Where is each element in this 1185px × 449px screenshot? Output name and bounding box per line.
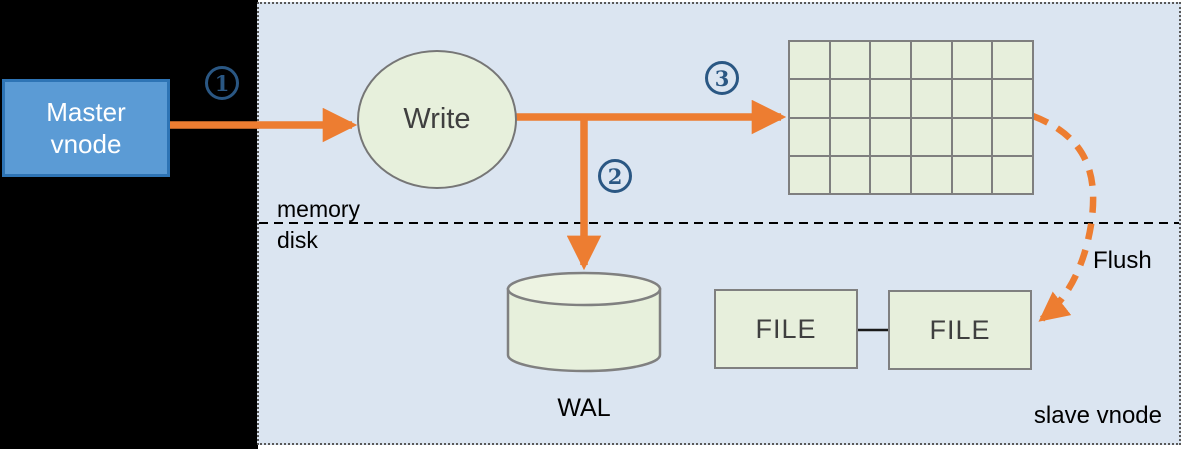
grid-cell — [790, 156, 829, 193]
grid-cell — [993, 156, 1032, 193]
master-vnode-label: Master vnode — [46, 96, 126, 160]
grid-cell — [790, 80, 829, 117]
file1-label: FILE — [755, 313, 817, 344]
memory-table-grid — [788, 40, 1034, 195]
step3-number: 3 — [714, 65, 730, 91]
grid-cell — [912, 156, 951, 193]
master-vnode-box: Master vnode — [2, 79, 170, 177]
grid-cell — [790, 42, 829, 79]
disk-label: disk — [277, 227, 318, 253]
grid-cell — [871, 118, 910, 155]
grid-cell — [830, 42, 870, 79]
write-node-label: Write — [403, 103, 471, 135]
step2-badge: 2 — [598, 159, 632, 193]
grid-cell — [993, 80, 1032, 117]
step2-number: 2 — [607, 163, 623, 189]
grid-cell — [871, 80, 910, 117]
grid-cell — [912, 42, 951, 79]
grid-cell — [912, 118, 951, 155]
grid-cell — [790, 118, 829, 155]
file-box-1: FILE — [714, 289, 858, 369]
file-box-2: FILE — [888, 290, 1032, 370]
file2-label: FILE — [929, 314, 991, 345]
grid-cell — [871, 42, 910, 79]
grid-cell — [993, 118, 1032, 155]
grid-cell — [871, 156, 910, 193]
wal-label: WAL — [557, 394, 611, 422]
grid-cell — [993, 42, 1032, 79]
grid-cell — [952, 156, 992, 193]
step3-badge: 3 — [705, 61, 739, 95]
grid-cell — [830, 156, 870, 193]
grid-cell — [952, 80, 992, 117]
write-node: Write — [357, 50, 517, 189]
grid-cell — [830, 118, 870, 155]
memory-label: memory — [277, 196, 361, 222]
grid-cell — [952, 42, 992, 79]
grid-cell — [952, 118, 992, 155]
flush-label: Flush — [1093, 247, 1152, 274]
wal-cylinder — [506, 271, 662, 373]
step1-badge: 1 — [205, 66, 239, 100]
grid-cell — [912, 80, 951, 117]
grid-cell — [830, 80, 870, 117]
slave-vnode-label: slave vnode — [1033, 402, 1162, 429]
step1-number: 1 — [214, 70, 230, 96]
flush-dashed-arrow — [1031, 112, 1097, 322]
